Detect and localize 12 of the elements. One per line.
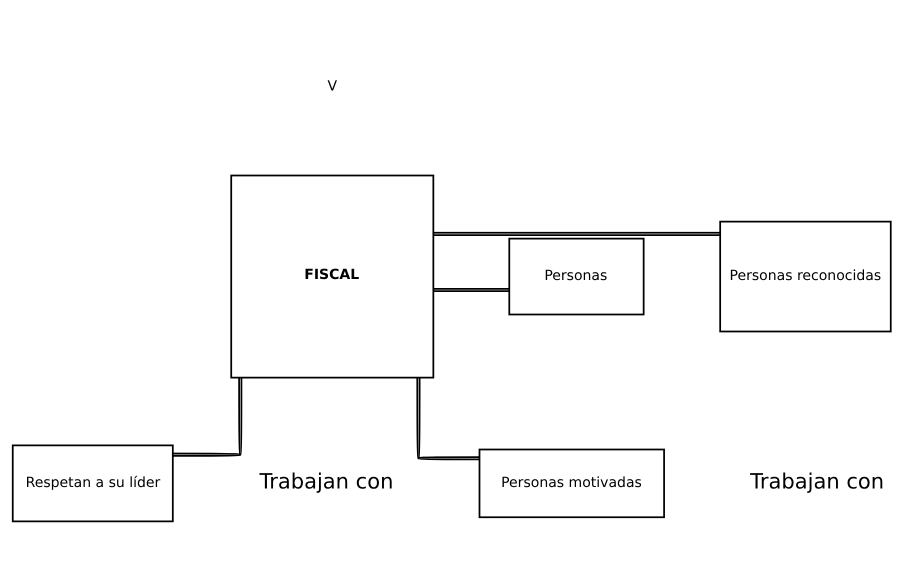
node-box: FISCAL bbox=[230, 174, 434, 378]
node-box: Personas motivadas bbox=[478, 448, 665, 518]
connector bbox=[173, 378, 242, 456]
label: Trabajan con bbox=[259, 468, 394, 493]
label: V bbox=[327, 78, 338, 94]
connector bbox=[416, 378, 480, 460]
label: Trabajan con bbox=[750, 468, 884, 493]
connector bbox=[433, 287, 510, 292]
node-box: Personas reconocidas bbox=[719, 220, 892, 332]
node-box: Personas bbox=[508, 237, 645, 315]
node-box: Respetan a su líder bbox=[12, 444, 174, 522]
connector bbox=[434, 231, 720, 236]
